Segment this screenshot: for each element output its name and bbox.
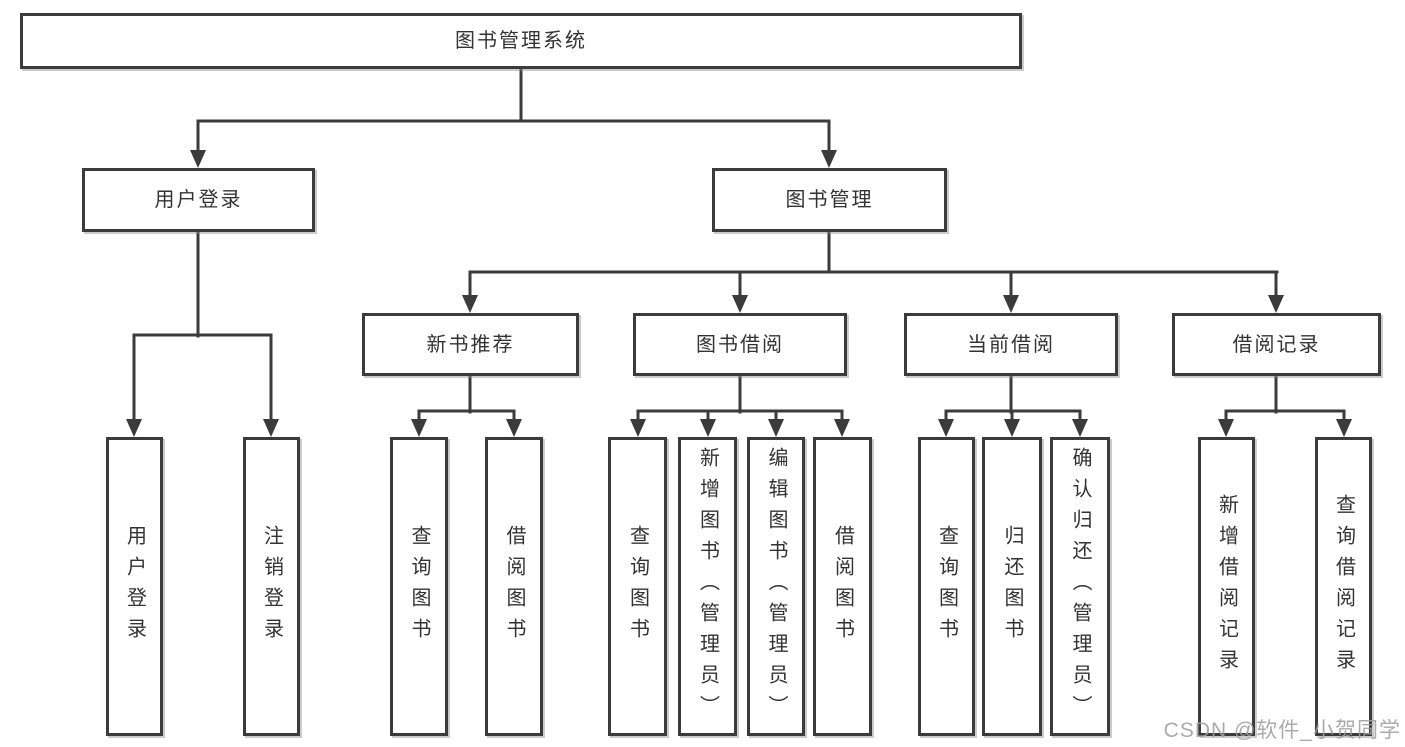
leaf-confirm-return-admin-label: 确认归还（管理员） (1069, 447, 1091, 726)
edge-level2-bus (468, 270, 1279, 299)
leaf-query-borrow-record: 查询借阅记录 (1315, 437, 1372, 736)
arrowhead (938, 419, 954, 437)
node-new-book-recommend-label: 新书推荐 (426, 333, 515, 356)
leaf-query-books-recommend: 查询图书 (390, 437, 448, 736)
leaf-return-books-label: 归还图书 (1001, 524, 1023, 649)
edge-user-login-group (132, 230, 273, 423)
leaf-confirm-return-admin: 确认归还（管理员） (1050, 437, 1110, 736)
leaf-query-borrow-record-label: 查询借阅记录 (1332, 493, 1355, 680)
arrowhead (263, 419, 279, 437)
arrowhead (821, 150, 837, 168)
leaf-borrow-books-label: 借阅图书 (831, 524, 854, 649)
leaf-query-books-borrow-label: 查询图书 (626, 524, 649, 649)
arrowhead (834, 419, 850, 437)
node-current-borrow: 当前借阅 (904, 313, 1118, 376)
leaf-edit-book-admin: 编辑图书（管理员） (747, 437, 805, 736)
edge-book-borrow-group (636, 374, 844, 423)
arrowhead (700, 419, 716, 437)
arrowhead (1218, 419, 1234, 437)
edge-current-borrow-group (944, 374, 1082, 423)
leaf-query-books-borrow: 查询图书 (608, 437, 667, 736)
leaf-edit-book-admin-label: 编辑图书（管理员） (765, 447, 787, 726)
node-new-book-recommend: 新书推荐 (362, 313, 579, 376)
leaf-add-borrow-record: 新增借阅记录 (1198, 437, 1255, 736)
node-book-borrow-label: 图书借阅 (696, 333, 784, 356)
leaf-query-books-recommend-label: 查询图书 (408, 524, 430, 649)
node-root-label: 图书管理系统 (455, 30, 587, 52)
arrowhead (506, 419, 522, 437)
leaf-logout: 注销登录 (243, 437, 300, 736)
leaf-query-books-current-label: 查询图书 (935, 524, 958, 649)
arrowhead (732, 295, 748, 313)
arrowhead (630, 419, 646, 437)
node-book-management-branch: 图书管理 (712, 168, 947, 232)
leaf-user-login-label: 用户登录 (123, 524, 146, 649)
arrowhead (126, 419, 142, 437)
arrowhead (411, 419, 427, 437)
leaf-add-book-admin: 新增图书（管理员） (678, 437, 737, 736)
node-root: 图书管理系统 (20, 13, 1022, 69)
arrowhead (1004, 419, 1020, 437)
leaf-add-borrow-record-label: 新增借阅记录 (1215, 493, 1238, 680)
node-borrow-records: 借阅记录 (1172, 313, 1381, 376)
node-book-management-branch-label: 图书管理 (785, 189, 874, 211)
arrowhead (1003, 295, 1019, 313)
node-user-login-branch: 用户登录 (82, 168, 315, 232)
edge-borrow-record-group (1224, 374, 1346, 423)
leaf-borrow-books: 借阅图书 (813, 437, 872, 736)
leaf-user-login: 用户登录 (106, 437, 163, 736)
leaf-borrow-books-recommend: 借阅图书 (485, 437, 543, 736)
arrowhead (1336, 419, 1352, 437)
node-book-borrow: 图书借阅 (633, 313, 847, 376)
node-borrow-records-label: 借阅记录 (1232, 333, 1321, 356)
leaf-borrow-books-recommend-label: 借阅图书 (503, 524, 525, 649)
arrowhead (462, 295, 478, 313)
arrowhead (190, 150, 206, 168)
leaf-logout-label: 注销登录 (260, 524, 283, 649)
leaf-return-books: 归还图书 (982, 437, 1042, 736)
arrowhead (1072, 419, 1088, 437)
arrowhead (1268, 295, 1284, 313)
leaf-query-books-current: 查询图书 (918, 437, 975, 736)
csdn-watermark: CSDN @软件_小贺同学 (1163, 719, 1401, 742)
node-current-borrow-label: 当前借阅 (967, 333, 1055, 356)
edge-new-book-group (417, 374, 516, 423)
arrowhead (768, 419, 784, 437)
node-user-login-branch-label: 用户登录 (154, 189, 243, 211)
edge-level1-bus (196, 119, 831, 154)
leaf-add-book-admin-label: 新增图书（管理员） (696, 447, 719, 726)
